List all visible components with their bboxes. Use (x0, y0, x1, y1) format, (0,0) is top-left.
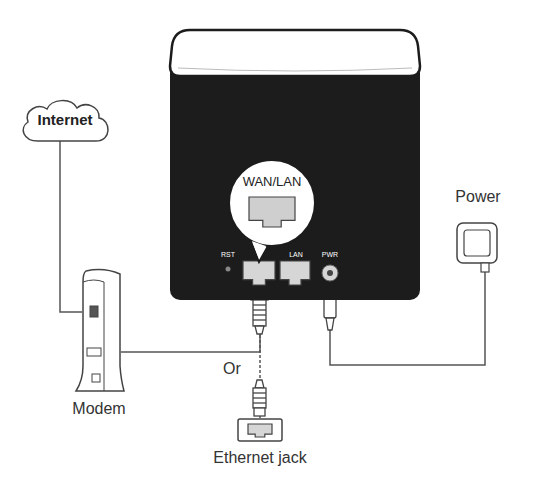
ethernet-jack: Ethernet jack (237, 418, 283, 442)
router: RST LAN PWR WAN/LAN (170, 28, 420, 300)
port-label: LAN (289, 251, 303, 259)
device-label: Modem (72, 400, 125, 418)
internet-cloud: Internet (18, 98, 112, 142)
modem: Modem (74, 268, 124, 392)
port-label: RST (221, 251, 235, 259)
port-callout: WAN/LAN (228, 159, 316, 247)
cable (121, 300, 260, 352)
alternative-note: Or (223, 360, 241, 378)
ethernet-plug (253, 380, 266, 416)
device-label: Ethernet jack (213, 449, 306, 467)
cloud-label: Internet (37, 111, 92, 128)
power-adapter: Power (455, 222, 500, 272)
port-label: PWR (322, 251, 338, 259)
cable (60, 141, 82, 312)
callout-label: WAN/LAN (243, 175, 302, 190)
device-label: Power (455, 188, 500, 206)
